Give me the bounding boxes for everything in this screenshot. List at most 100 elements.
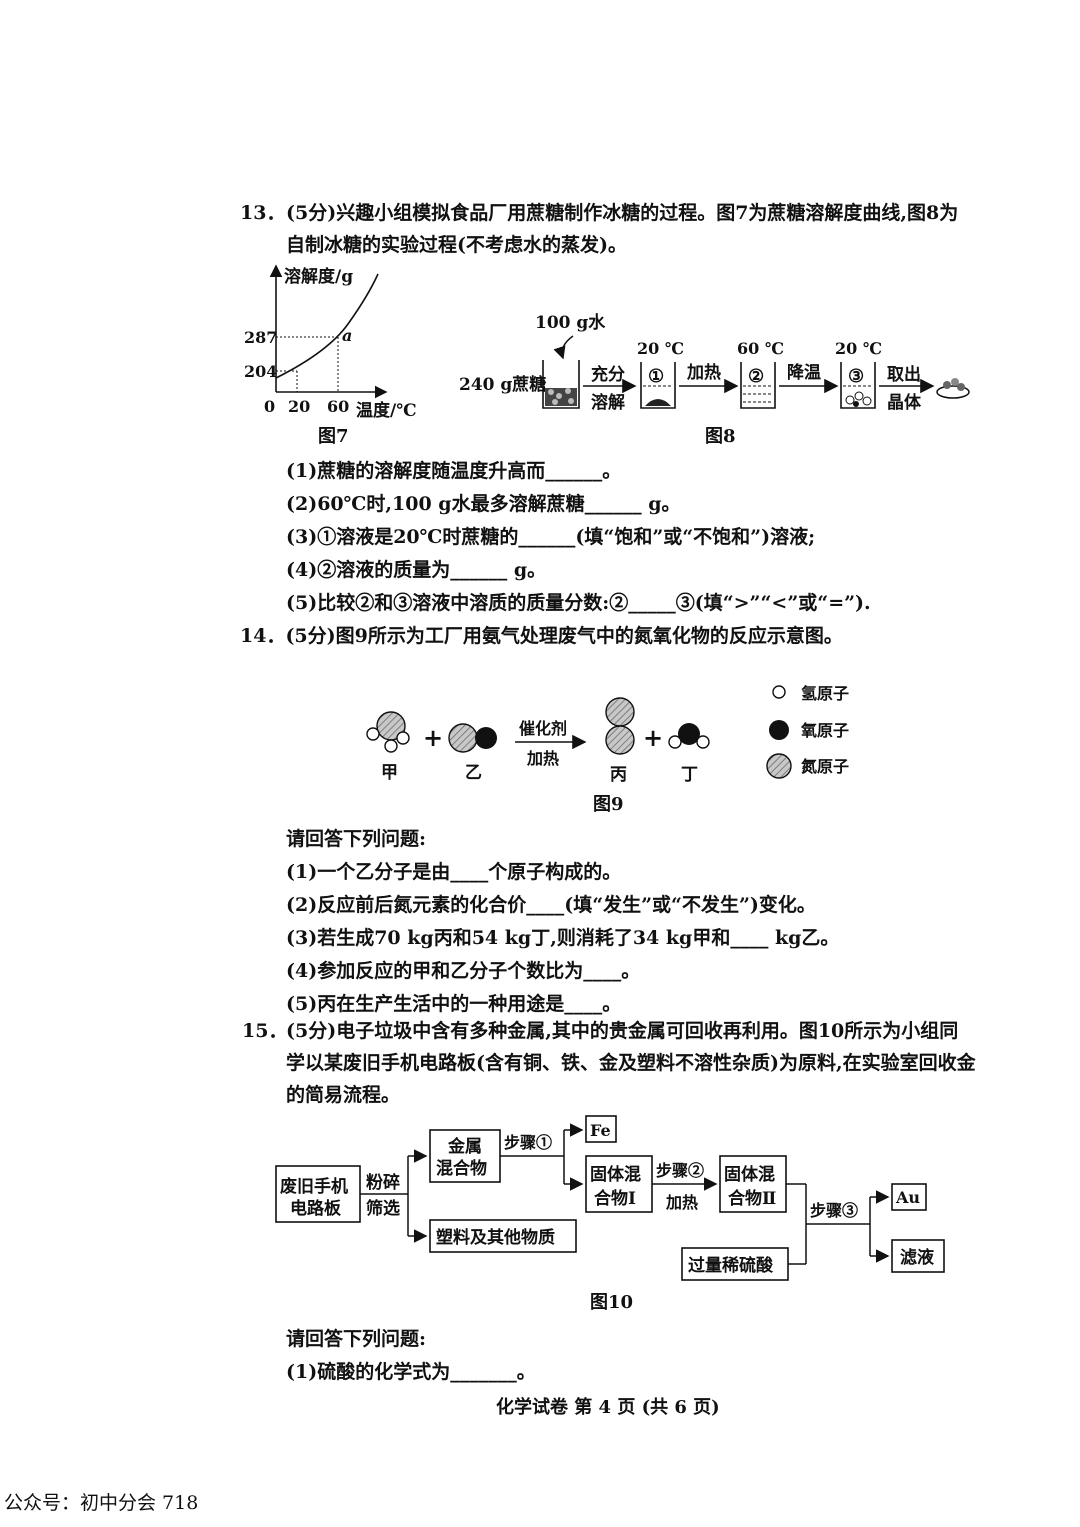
figure-7-caption: 图7 — [318, 426, 349, 447]
box-plastic — [429, 1219, 577, 1253]
solid2-line1: 固体混 — [724, 1164, 775, 1185]
box-fe — [585, 1115, 617, 1143]
page-footer: 化学试卷 第 4 页 (共 6 页) — [496, 1397, 720, 1418]
q15-number: 15． — [242, 1020, 288, 1042]
beaker-3-label: ③ — [848, 366, 864, 387]
step2-label: 步骤② — [656, 1161, 704, 1180]
solid1-line1: 固体混 — [590, 1164, 641, 1185]
temp-3: 20 ℃ — [835, 339, 882, 358]
arrow-cool-label: 降温 — [787, 362, 821, 383]
q14-item-4: (4)参加反应的甲和乙分子个数比为____。 — [286, 960, 641, 982]
x-label: 温度/℃ — [356, 400, 417, 421]
legend-nitrogen: 氮原子 — [801, 757, 849, 776]
figure-8-caption: 图8 — [705, 426, 736, 447]
q13-stem-line2: 自制冰糖的实验过程(不考虑水的蒸发)。 — [286, 234, 627, 256]
beaker-1 — [640, 362, 676, 409]
q14-item-2: (2)反应前后氮元素的化合价____(填“发生”或“不发生”)变化。 — [286, 894, 816, 916]
y-tick-287: 287 — [244, 328, 277, 347]
solubility-curve — [275, 273, 379, 379]
beaker-2-label: ② — [748, 366, 764, 387]
label-ding: 丁 — [681, 765, 698, 785]
catalyst-label: 催化剂 — [519, 719, 567, 738]
plastic-label: 塑料及其他物质 — [436, 1227, 555, 1248]
q15-item-1: (1)硫酸的化学式为_______。 — [286, 1361, 536, 1383]
q15-prompt: 请回答下列问题: — [286, 1328, 427, 1350]
origin-label: 0 — [264, 397, 275, 416]
plus-2: + — [643, 723, 663, 752]
point-a-label: a — [342, 326, 352, 345]
q14-stem: 14．(5分)图9所示为工厂用氨气处理废气中的氮氧化物的反应示意图。 — [240, 625, 843, 647]
x-tick-60: 60 — [327, 397, 349, 416]
step1-label: 步骤① — [504, 1133, 552, 1152]
y-label: 溶解度/g — [284, 266, 353, 287]
legend-oxygen: 氧原子 — [800, 721, 849, 740]
heat-label: 加热 — [526, 749, 559, 768]
board-line2: 电路板 — [290, 1198, 342, 1219]
beaker-3 — [840, 362, 876, 409]
crush-line2: 筛选 — [366, 1198, 400, 1219]
box-filtrate — [891, 1239, 945, 1273]
molecule-jia — [366, 711, 410, 753]
q13-item-1: (1)蔗糖的溶解度随温度升高而______。 — [286, 460, 622, 482]
plus-1: + — [423, 723, 443, 752]
q13-stem-line1: (5分)兴趣小组模拟食品厂用蔗糖制作冰糖的过程。图7为蔗糖溶解度曲线,图8为 — [286, 202, 959, 224]
arrow-take-out-bottom: 晶体 — [887, 392, 922, 413]
q13-item-5: (5)比较②和③溶液中溶质的质量分数:②_____③(填“>”“<”或“=”). — [286, 592, 871, 614]
crystal-dish-icon — [936, 378, 970, 399]
water-label: 100 g水 — [535, 312, 606, 333]
fe-label: Fe — [590, 1121, 611, 1140]
molecule-ding — [668, 723, 710, 749]
label-yi: 乙 — [465, 763, 482, 783]
q13-item-4: (4)②溶液的质量为______ g。 — [286, 559, 547, 581]
x-tick-20: 20 — [288, 397, 310, 416]
y-tick-204: 204 — [244, 362, 277, 381]
q14-item-1: (1)一个乙分子是由____个原子构成的。 — [286, 861, 622, 883]
sugar-label: 240 g蔗糖 — [459, 374, 546, 395]
q15-stem-line1: (5分)电子垃圾中含有多种金属,其中的贵金属可回收再利用。图10所示为小组同 — [286, 1020, 959, 1042]
q13-item-3: (3)①溶液是20℃时蔗糖的______(填“饱和”或“不饱和”)溶液; — [286, 526, 816, 548]
watermark: 公众号：初中分会 718 — [4, 1492, 199, 1514]
beaker-1-label: ① — [648, 366, 664, 387]
box-au — [891, 1183, 927, 1211]
q15-stem-line2: 学以某废旧手机电路板(含有铜、铁、金及塑料不溶性杂质)为原料,在实验室回收金 — [286, 1052, 976, 1074]
legend-nitrogen-icon — [766, 753, 792, 779]
q15-stem-line3: 的简易流程。 — [286, 1084, 401, 1106]
acid-label: 过量稀硫酸 — [688, 1255, 774, 1276]
metal-line1: 金属 — [447, 1136, 482, 1157]
q13-number: 13． — [240, 202, 286, 224]
q13-item-2: (2)60℃时,100 g水最多溶解蔗糖______ g。 — [286, 493, 681, 515]
label-bing: 丙 — [610, 765, 627, 785]
au-label: Au — [895, 1188, 920, 1207]
metal-line2: 混合物 — [436, 1158, 487, 1179]
figure-9: 甲 + 乙 催化剂 加热 丙 + 丁 氢原子 氧原子 氮原子 图9 — [366, 684, 849, 815]
heat-label: 加热 — [665, 1193, 698, 1212]
label-jia: 甲 — [381, 763, 398, 783]
temp-2: 60 ℃ — [737, 339, 784, 358]
beaker-sugar — [542, 360, 580, 409]
beaker-2 — [740, 362, 776, 409]
q14-item-3: (3)若生成70 kg丙和54 kg丁,则消耗了34 kg甲和____ kg乙。 — [286, 927, 840, 949]
legend-hydrogen-icon — [772, 685, 786, 699]
solid2-line2: 合物Ⅱ — [728, 1188, 776, 1209]
arrow-take-out-top: 取出 — [887, 364, 921, 385]
figure-7: 溶解度/g 287 204 a 0 20 60 温度/℃ 图7 — [244, 264, 417, 447]
crush-line1: 粉碎 — [366, 1172, 400, 1193]
step3-label: 步骤③ — [810, 1201, 858, 1220]
molecule-yi — [448, 723, 497, 753]
figure-10-caption: 图10 — [590, 1292, 633, 1313]
temp-1: 20 ℃ — [637, 339, 684, 358]
q14-prompt: 请回答下列问题: — [286, 828, 427, 850]
legend-hydrogen: 氢原子 — [801, 684, 849, 703]
arrow-dissolve-bottom: 溶解 — [591, 392, 625, 413]
board-line1: 废旧手机 — [280, 1176, 348, 1197]
figure-8: 100 g水 240 g蔗糖 充分 溶解 20 ℃ ① 加热 60 ℃ ② 降温… — [459, 312, 970, 447]
legend-oxygen-icon — [769, 720, 789, 740]
q14-item-5: (5)丙在生产生活中的一种用途是____。 — [286, 993, 622, 1015]
water-arrow — [553, 335, 574, 360]
molecule-bing — [605, 697, 635, 755]
arrow-heat-label: 加热 — [686, 362, 721, 383]
arrow-dissolve-top: 充分 — [591, 364, 625, 385]
filtrate-label: 滤液 — [900, 1247, 934, 1268]
figure-9-caption: 图9 — [593, 794, 624, 815]
solid1-line2: 合物Ⅰ — [594, 1188, 636, 1209]
